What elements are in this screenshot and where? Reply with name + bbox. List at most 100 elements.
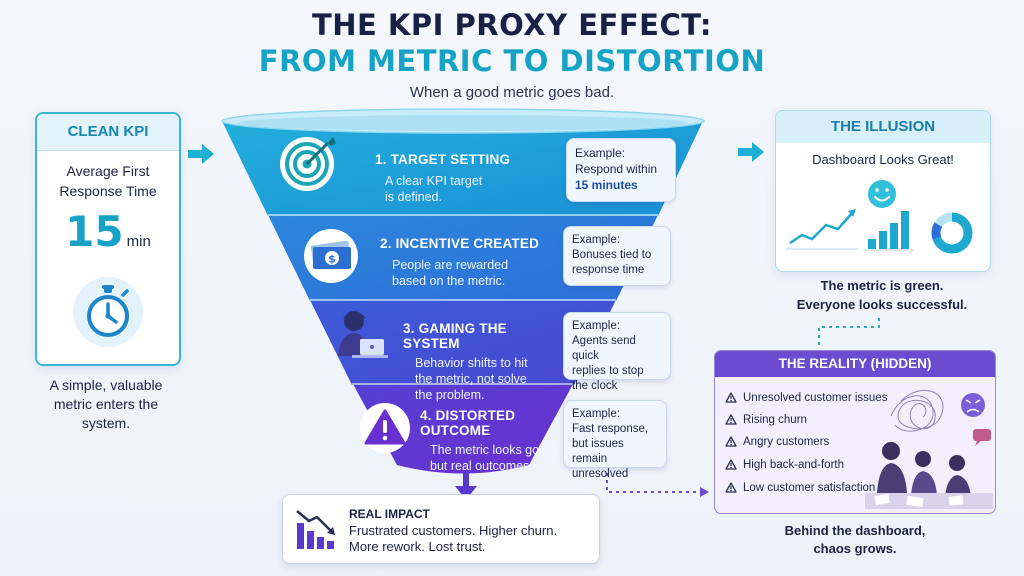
dotted-connector-illusion	[818, 318, 880, 346]
reality-item: High back-and-forth	[725, 459, 844, 471]
warning-triangle-icon	[725, 436, 737, 447]
warning-triangle-icon	[725, 482, 737, 493]
step-2-desc-line-2: based on the metric.	[392, 274, 506, 288]
reality-item-label: Rising churn	[743, 414, 807, 426]
example-box-3: Example: Agents send quick replies to st…	[563, 312, 671, 392]
reality-item-label: High back-and-forth	[743, 459, 844, 471]
example-2-line-1: Bonuses tied to	[572, 249, 652, 261]
kpi-caption-line-2: metric enters the	[53, 396, 159, 412]
example-2-label: Example:	[572, 234, 620, 246]
arrow-down-icon	[455, 470, 477, 500]
step-1-title: 1. TARGET SETTING	[375, 152, 511, 167]
real-impact-line-2: More rework. Lost trust.	[349, 539, 486, 554]
subtitle: When a good metric goes bad.	[409, 84, 615, 101]
kpi-value-number: 15	[65, 207, 124, 256]
example-box-1: Example: Respond within 15 minutes	[566, 138, 676, 202]
step-2-title: 2. INCENTIVE CREATED	[380, 236, 540, 251]
step-3-title: 3. GAMING THE SYSTEM	[403, 321, 507, 351]
target-icon	[280, 137, 336, 191]
real-impact-line-1: Frustrated customers. Higher churn.	[349, 523, 558, 538]
declining-chart-icon	[296, 510, 335, 549]
step-3-desc-line-3: the problem.	[415, 388, 485, 402]
step-4-desc-line-2: but real outcomes	[430, 459, 530, 473]
example-4-line-3: unresolved	[572, 468, 629, 480]
step-3-text: 3. GAMING THE SYSTEM Behavior shifts to …	[403, 321, 563, 403]
step-1-desc-line-2: is defined.	[385, 190, 442, 204]
reality-card: THE REALITY (HIDDEN)	[714, 350, 996, 514]
stopwatch-icon	[73, 277, 143, 347]
kpi-metric-name: Average First Response Time	[37, 161, 179, 201]
funnel-tier-4	[353, 384, 573, 474]
kpi-caption-line-3: system.	[81, 415, 131, 431]
step-4-desc: The metric looks good, but real outcomes…	[430, 442, 570, 490]
reality-item-label: Angry customers	[743, 436, 830, 448]
example-3-line-2: replies to stop	[572, 365, 644, 377]
clean-kpi-caption: A simple, valuable metric enters the sys…	[22, 376, 190, 433]
step-4-text: 4. DISTORTED OUTCOME The metric looks go…	[420, 408, 570, 490]
step-4-desc-line-1: The metric looks good,	[430, 443, 557, 457]
example-1-line-1: Respond within	[575, 162, 658, 176]
bar-chart-icon	[864, 211, 914, 251]
reality-caption-line-1: Behind the dashboard,	[784, 523, 926, 538]
step-4-title: 4. DISTORTED OUTCOME	[420, 408, 516, 438]
kpi-value-unit: min	[126, 233, 151, 250]
real-impact-text: Frustrated customers. Higher churn. More…	[349, 523, 557, 555]
example-3-label: Example:	[572, 320, 620, 332]
clean-kpi-card: CLEAN KPI Average First Response Time 15…	[35, 112, 181, 366]
kpi-metric-line-2: Response Time	[59, 183, 157, 199]
real-impact-card: REAL IMPACT Frustrated customers. Higher…	[282, 494, 600, 564]
arrow-right-icon	[188, 144, 214, 164]
step-2-text: 2. INCENTIVE CREATED People are rewarded…	[380, 236, 560, 289]
example-4-line-2: but issues remain	[572, 438, 624, 465]
step-2-desc: People are rewarded based on the metric.	[392, 257, 560, 289]
illusion-header: THE ILLUSION	[776, 111, 990, 143]
warning-triangle-icon	[725, 414, 737, 425]
kpi-metric-line-1: Average First	[66, 163, 150, 179]
smiley-icon	[868, 180, 896, 208]
step-1-text: 1. TARGET SETTING A clear KPI target is …	[375, 152, 565, 205]
example-box-4: Example: Fast response, but issues remai…	[563, 400, 667, 480]
money-icon: $	[304, 229, 358, 283]
illusion-subheader: Dashboard Looks Great!	[812, 152, 954, 167]
reality-item-label: Low customer satisfaction	[743, 482, 876, 494]
warning-triangle-icon	[725, 459, 737, 470]
reality-caption: Behind the dashboard, chaos grows.	[740, 522, 970, 558]
step-1-desc: A clear KPI target is defined.	[385, 173, 565, 205]
warning-icon	[360, 403, 410, 453]
step-1-desc-line-1: A clear KPI target	[385, 174, 483, 188]
illusion-caption-line-1: The metric is green.	[820, 278, 944, 293]
step-3-desc: Behavior shifts to hit the metric, not s…	[415, 355, 563, 403]
example-box-2: Example: Bonuses tied to response time	[563, 226, 671, 286]
arrow-right-icon-2	[738, 142, 764, 162]
svg-text:$: $	[328, 253, 336, 266]
reality-item-label: Unresolved customer issues	[743, 392, 888, 404]
step-3-desc-line-1: Behavior shifts to hit	[415, 356, 528, 370]
illusion-caption-line-2: Everyone looks successful.	[796, 297, 968, 312]
reality-item: Angry customers	[725, 436, 829, 448]
agent-laptop-icon	[338, 311, 388, 358]
illusion-card: THE ILLUSION Dashboard Looks Great!	[775, 110, 991, 272]
title-line-2: FROM METRIC TO DISTORTION	[258, 44, 766, 78]
line-chart-icon	[786, 209, 858, 250]
angry-face-icon	[961, 393, 985, 417]
speech-bubble-icon	[973, 429, 991, 446]
kpi-caption-line-1: A simple, valuable	[49, 377, 163, 393]
reality-caption-line-2: chaos grows.	[813, 541, 897, 556]
donut-chart-icon	[931, 212, 973, 254]
reality-item: Rising churn	[725, 414, 807, 426]
real-impact-title: REAL IMPACT	[349, 507, 430, 521]
reality-item: Low customer satisfaction	[725, 482, 875, 494]
funnel-tier-2	[268, 215, 658, 301]
warning-triangle-icon	[725, 392, 737, 403]
scribble-icon	[890, 389, 944, 432]
example-1-label: Example:	[575, 146, 626, 160]
reality-header: THE REALITY (HIDDEN)	[715, 351, 995, 377]
example-3-line-1: Agents send quick	[572, 335, 636, 362]
example-2-line-2: response time	[572, 264, 645, 276]
example-3-line-3: the clock	[572, 380, 618, 392]
step-4-desc-line-3: suffer.	[430, 475, 464, 489]
reality-item: Unresolved customer issues	[725, 392, 887, 404]
funnel-tier-3	[310, 300, 616, 385]
